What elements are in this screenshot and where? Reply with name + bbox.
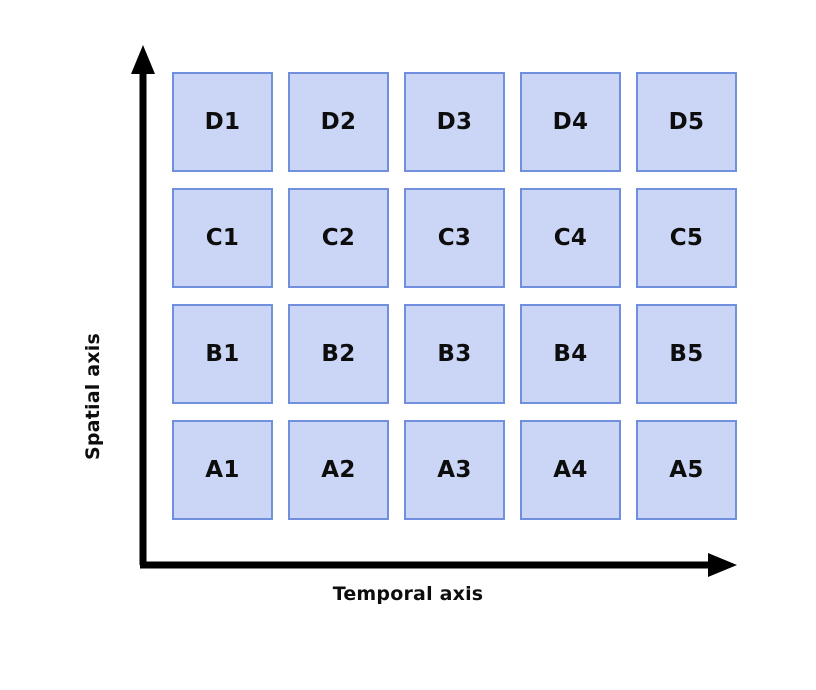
grid-cell[interactable]: A1: [172, 420, 273, 520]
grid-cell[interactable]: B3: [404, 304, 505, 404]
grid-cell[interactable]: A3: [404, 420, 505, 520]
grid-cell[interactable]: A5: [636, 420, 737, 520]
grid-cell[interactable]: C1: [172, 188, 273, 288]
grid-cell-label: B2: [321, 340, 356, 367]
grid-cell-label: B4: [553, 340, 588, 367]
grid-cell-label: D5: [668, 108, 705, 135]
grid-cell-label: D2: [320, 108, 357, 135]
grid-cell-label: D4: [552, 108, 589, 135]
grid-cell-label: A4: [553, 456, 588, 483]
grid-cell[interactable]: A4: [520, 420, 621, 520]
grid-cell[interactable]: D4: [520, 72, 621, 172]
grid-cell-label: A3: [437, 456, 472, 483]
grid-cell[interactable]: C2: [288, 188, 389, 288]
grid-cell[interactable]: B1: [172, 304, 273, 404]
grid-cell[interactable]: A2: [288, 420, 389, 520]
grid-cell[interactable]: B2: [288, 304, 389, 404]
grid-cell-label: A5: [669, 456, 704, 483]
grid-cell[interactable]: D3: [404, 72, 505, 172]
arrow-right-icon: [708, 553, 737, 577]
grid-cell-label: C2: [321, 224, 356, 251]
y-axis-label: Spatial axis: [82, 333, 104, 460]
arrow-up-icon: [131, 45, 155, 74]
grid-cell-label: A1: [205, 456, 240, 483]
grid-cell[interactable]: B4: [520, 304, 621, 404]
grid-cell-label: B1: [205, 340, 240, 367]
grid-cell[interactable]: C3: [404, 188, 505, 288]
grid-cell[interactable]: C4: [520, 188, 621, 288]
grid-cell[interactable]: D5: [636, 72, 737, 172]
grid-cell[interactable]: D2: [288, 72, 389, 172]
grid-cell-label: B5: [669, 340, 704, 367]
x-axis-label: Temporal axis: [332, 583, 484, 605]
grid-cell[interactable]: B5: [636, 304, 737, 404]
grid-cell-label: C1: [205, 224, 240, 251]
grid-cell-label: C3: [437, 224, 472, 251]
grid-cell[interactable]: D1: [172, 72, 273, 172]
grid-cell-label: D3: [436, 108, 473, 135]
grid-cell-label: D1: [204, 108, 241, 135]
grid-cell-label: A2: [321, 456, 356, 483]
grid-cell-label: C5: [669, 224, 704, 251]
grid-cell-label: B3: [437, 340, 472, 367]
grid-cell-label: C4: [553, 224, 588, 251]
grid-cell[interactable]: C5: [636, 188, 737, 288]
